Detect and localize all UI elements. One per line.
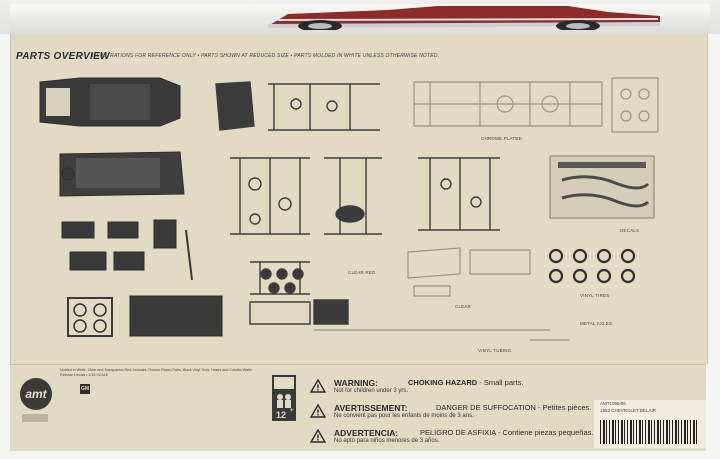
age-badge-value: 12 [276, 410, 287, 420]
label-clear-red: CLEAR RED [348, 270, 376, 275]
barcode-panel: AMT1065/06 1953 CHEVROLET BELAIR [594, 400, 706, 448]
warning-triangle-icon: ! [310, 379, 326, 393]
warning-es: ! ADVERTENCIA: PELIGRO DE ASFIXIA - Cont… [310, 428, 690, 446]
warning-fr-headline: DANGER DE SUFFOCATION [436, 403, 536, 412]
warning-en-text: Small parts. [483, 378, 524, 387]
warning-triangle-icon: ! [310, 429, 326, 443]
svg-text:!: ! [316, 409, 320, 418]
warning-en-sub: Not for children under 3 yrs. [334, 388, 409, 394]
label-metal-axles: METAL AXLES [580, 321, 613, 326]
barcode-bars [600, 420, 698, 444]
barcode-code: AMT1065/06 [600, 401, 626, 406]
warning-es-text: Contiene piezas pequeñas. [502, 428, 594, 437]
label-chrome: CHROME PLATED [481, 136, 523, 141]
label-vinyl-tires: VINYL TIRES [580, 293, 610, 298]
info-strip [10, 364, 706, 451]
barcode-model: 1953 CHEVROLET BELAIR [600, 408, 656, 413]
warning-en-headline: CHOKING HAZARD [408, 378, 478, 387]
warning-fr-sub: Ne convient pas pour les enfants de moin… [334, 413, 474, 419]
age-badge-plus: + [290, 408, 294, 414]
warning-fr-head: AVERTISSEMENT: [334, 403, 408, 413]
warning-es-head: ADVERTENCIA: [334, 428, 399, 438]
svg-text:!: ! [316, 384, 320, 393]
warning-triangle-icon: ! [310, 404, 326, 418]
warning-en-line: CHOKING HAZARD - Small parts. [408, 378, 524, 387]
brand-sublogo [22, 414, 48, 422]
car-image [268, 6, 660, 30]
parts-illustration [39, 77, 659, 341]
overview-note: ILLUSTRATIONS FOR REFERENCE ONLY • PARTS… [92, 53, 440, 59]
label-vinyl-tubing: VINYL TUBING [478, 348, 512, 353]
warning-es-sub: No apto para niños menores de 3 años. [334, 438, 440, 444]
label-decals: DECALS [620, 228, 640, 233]
warning-es-headline: PELIGRO DE ASFIXIA [420, 428, 496, 437]
warning-es-line: PELIGRO DE ASFIXIA - Contiene piezas peq… [420, 428, 594, 437]
warning-fr-text: Petites pièces. [542, 403, 592, 412]
warning-en: ! WARNING: CHOKING HAZARD - Small parts.… [310, 378, 690, 396]
age-badge [272, 375, 296, 421]
warning-en-head: WARNING: [334, 378, 378, 388]
box-top-edge [0, 0, 720, 34]
brand-logo: amt [20, 378, 52, 410]
label-clear: CLEAR [455, 304, 472, 309]
warning-fr: ! AVERTISSEMENT: DANGER DE SUFFOCATION -… [310, 403, 690, 421]
warning-fr-line: DANGER DE SUFFOCATION - Petites pièces. [436, 403, 592, 412]
page-title: PARTS OVERVIEW [16, 51, 110, 62]
gm-logo: GM [80, 384, 90, 394]
molded-description: Molded in White, Clear and Transparent R… [60, 368, 253, 377]
svg-text:!: ! [316, 434, 320, 443]
